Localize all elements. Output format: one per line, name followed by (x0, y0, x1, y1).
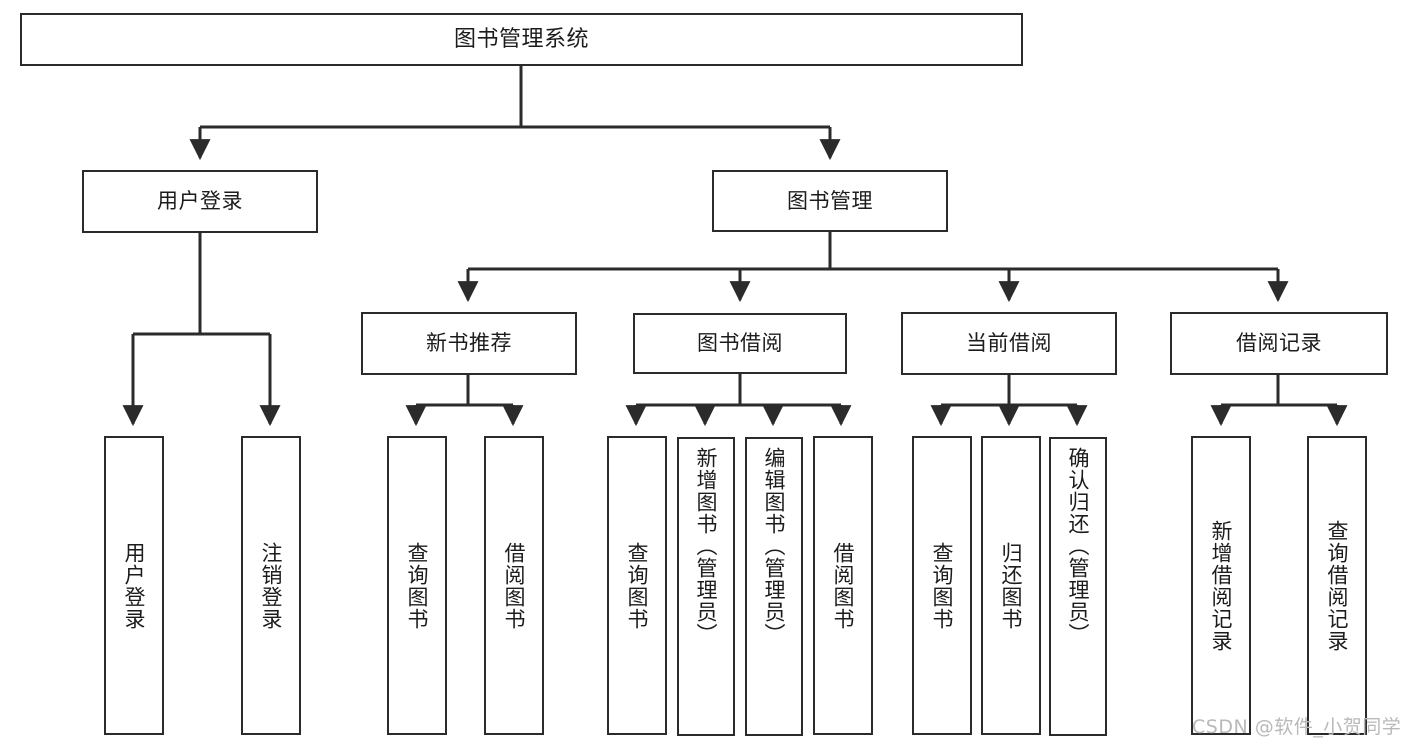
node-label: 编辑图书（管理员） (762, 447, 787, 645)
node-borrow-record[interactable]: 借阅记录 (1170, 312, 1388, 375)
node-label: 新增借阅记录 (1209, 519, 1234, 652)
csdn-watermark: CSDN @软件_小贺同学 (1192, 716, 1402, 738)
leaf-query-borrow-record[interactable]: 查询借阅记录 (1307, 436, 1367, 735)
node-label: 图书借阅 (697, 331, 783, 356)
node-label: 用户登录 (122, 541, 147, 630)
node-label: 图书管理 (787, 188, 873, 213)
leaf-borrow-book[interactable]: 借阅图书 (813, 436, 873, 735)
node-label: 用户登录 (157, 189, 243, 214)
node-label: 借阅图书 (502, 541, 527, 630)
leaf-user-login[interactable]: 用户登录 (104, 436, 164, 735)
leaf-add-borrow-record[interactable]: 新增借阅记录 (1191, 436, 1251, 735)
leaf-query-book-recommend[interactable]: 查询图书 (387, 436, 447, 735)
leaf-borrow-book-recommend[interactable]: 借阅图书 (484, 436, 544, 735)
leaf-logout[interactable]: 注销登录 (241, 436, 301, 735)
node-label: 归还图书 (999, 541, 1024, 630)
node-label: 新增图书（管理员） (694, 447, 719, 645)
node-label: 确认归还（管理员） (1066, 447, 1091, 645)
node-book-management[interactable]: 图书管理 (712, 170, 948, 232)
node-label: 查询图书 (625, 541, 650, 630)
node-new-book-recommend[interactable]: 新书推荐 (361, 312, 577, 375)
node-label: 查询图书 (930, 541, 955, 630)
node-label: 借阅记录 (1236, 331, 1322, 356)
leaf-add-book-admin[interactable]: 新增图书（管理员） (677, 437, 735, 736)
node-book-borrow[interactable]: 图书借阅 (633, 313, 847, 374)
node-label: 图书管理系统 (453, 26, 589, 52)
node-user-login[interactable]: 用户登录 (82, 170, 318, 233)
node-label: 查询借阅记录 (1325, 519, 1350, 652)
leaf-confirm-return-admin[interactable]: 确认归还（管理员） (1049, 437, 1107, 736)
node-label: 查询图书 (405, 541, 430, 630)
node-label: 借阅图书 (831, 541, 856, 630)
leaf-query-book-current[interactable]: 查询图书 (912, 436, 972, 735)
node-label: 注销登录 (259, 541, 284, 630)
node-label: 当前借阅 (966, 331, 1052, 356)
leaf-query-book-borrow[interactable]: 查询图书 (607, 436, 667, 735)
node-root[interactable]: 图书管理系统 (20, 13, 1023, 66)
leaf-return-book[interactable]: 归还图书 (981, 436, 1041, 735)
node-current-borrow[interactable]: 当前借阅 (901, 312, 1117, 375)
node-label: 新书推荐 (426, 331, 512, 356)
leaf-edit-book-admin[interactable]: 编辑图书（管理员） (745, 437, 803, 736)
